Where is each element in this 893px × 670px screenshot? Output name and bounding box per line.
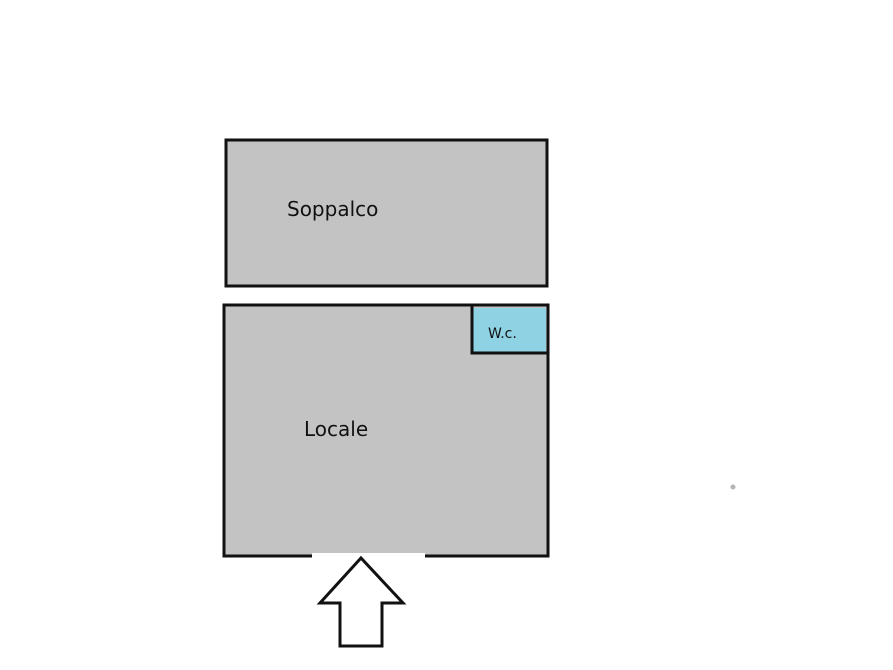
room-wc-area <box>472 308 546 353</box>
entrance-arrow-up-icon <box>316 555 407 648</box>
room-wc: W.c. <box>470 306 547 355</box>
room-soppalco-label: Soppalco <box>287 197 378 221</box>
room-wc-walls <box>470 306 547 355</box>
room-soppalco-area <box>224 138 549 288</box>
room-soppalco: Soppalco <box>224 138 549 288</box>
room-locale-label: Locale <box>304 417 368 441</box>
room-wc-label: W.c. <box>488 326 517 342</box>
entrance-opening <box>312 553 425 559</box>
stray-dot <box>730 484 736 490</box>
